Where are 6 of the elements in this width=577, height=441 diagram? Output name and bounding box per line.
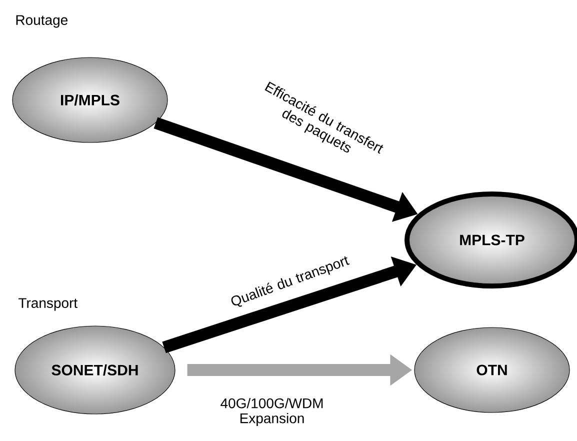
section-label: Routage [16,15,68,28]
section-label: Transport [18,298,78,311]
ellipse-node: OTN [414,327,570,413]
ellipse-node: IP/MPLS [12,57,168,143]
edge-label: 40G/100G/WDM Expansion [220,398,323,426]
ellipse-node: SONET/SDH [14,326,176,414]
